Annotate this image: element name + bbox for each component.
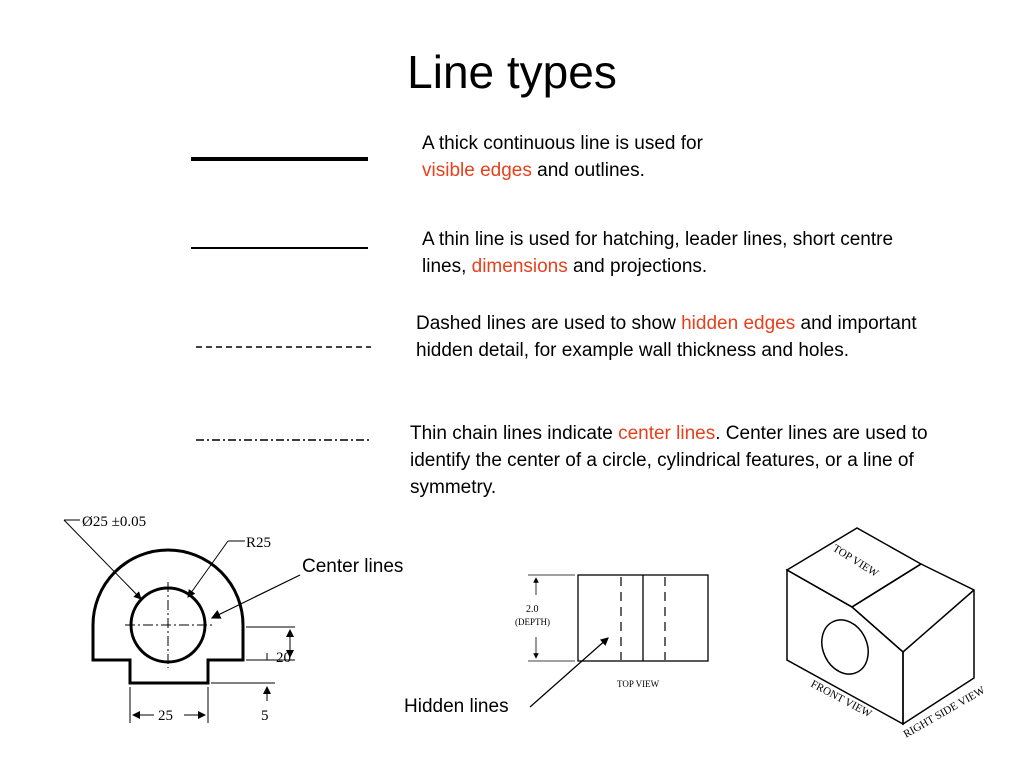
top-view-drawing: 2.0 (DEPTH) TOP VIEW [515,574,709,708]
thin-line-text-end: and projections. [567,256,708,277]
thin-line-description: A thin line is used for hatching, leader… [422,226,942,280]
diameter-label: Ø25 ±0.05 [82,514,146,530]
hidden-lines-callout: Hidden lines [404,696,509,717]
thin-line-sample [191,247,368,249]
dashed-line-sample [196,346,371,348]
dashed-line-text: Dashed lines are used to show [416,313,682,334]
dimensioned-part-drawing: Ø25 ±0.05 R25 20 5 25 [63,514,301,724]
chain-line-text: Thin chain lines indicate [410,423,619,444]
dashed-line-text-end: and important hidden detail, for example… [416,313,917,361]
thick-line-description: A thick continuous line is used for visi… [422,130,802,184]
top-view-caption: TOP VIEW [617,679,660,689]
depth-value: 2.0 [526,604,539,615]
iso-front-label: FRONT VIEW [809,678,874,720]
chain-line-description: Thin chain lines indicate center lines. … [410,420,950,501]
iso-side-label: RIGHT SIDE VIEW [902,684,988,741]
dimensions-highlight: dimensions [471,256,568,277]
visible-edges-highlight: visible edges [422,160,532,181]
hidden-edges-highlight: hidden edges [681,313,796,334]
dashed-line-description: Dashed lines are used to show hidden edg… [416,310,956,364]
radius-label: R25 [246,535,271,551]
chain-line-text-end: . Center lines are used to identify the … [410,423,928,498]
chain-line-sample [196,439,371,441]
small-dimension: 5 [261,708,269,724]
thick-line-sample [191,157,368,161]
isometric-block-drawing: TOP VIEW FRONT VIEW RIGHT SIDE VIEW [785,527,988,741]
thick-line-text-end: and outlines. [531,160,645,181]
center-lines-highlight: center lines [618,423,716,444]
iso-top-label: TOP VIEW [830,542,881,580]
depth-word: (DEPTH) [515,617,550,627]
height-dimension: 20 [276,650,291,666]
width-dimension: 25 [158,708,173,724]
thin-line-text: A thin line is used for hatching, leader… [422,229,894,277]
page-title: Line types [407,46,617,98]
center-lines-callout: Center lines [302,556,404,577]
thick-line-text: A thick continuous line is used for [422,133,703,154]
